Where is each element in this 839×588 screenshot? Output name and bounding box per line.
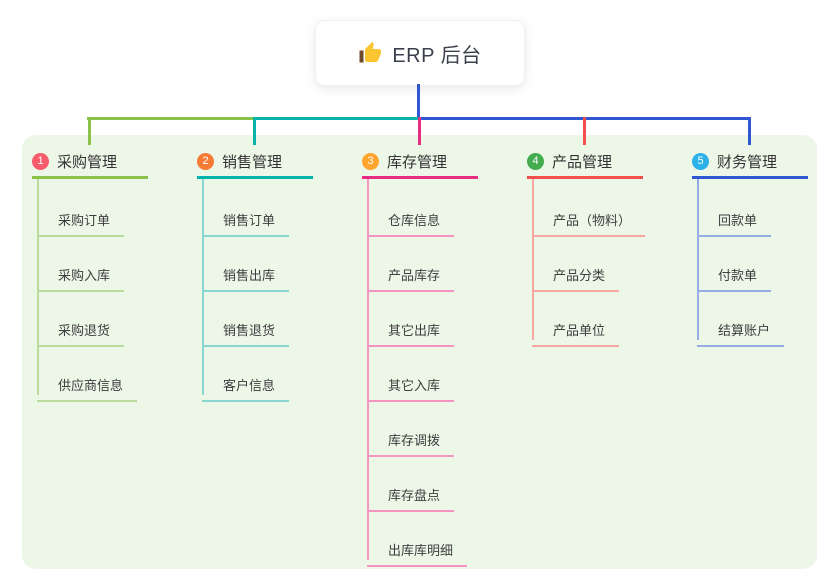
branch-label: 财务管理 xyxy=(717,153,778,171)
branch-index-badge: 3 xyxy=(362,152,379,170)
child-node[interactable]: 回款单 xyxy=(697,204,772,237)
branch-label: 采购管理 xyxy=(57,153,118,171)
child-node[interactable]: 其它入库 xyxy=(367,369,455,402)
branch-header[interactable]: 1 采购管理 xyxy=(32,146,148,179)
branch-trunk-line xyxy=(202,179,204,395)
branch-header[interactable]: 5 财务管理 xyxy=(692,146,808,179)
child-node[interactable]: 结算账户 xyxy=(697,314,785,347)
child-node[interactable]: 产品（物料） xyxy=(532,204,646,237)
connector-branch-drop xyxy=(418,117,421,145)
child-node[interactable]: 采购入库 xyxy=(37,259,125,292)
connector-bus-left xyxy=(87,117,253,120)
connector-branch-drop xyxy=(253,117,256,145)
child-node[interactable]: 付款单 xyxy=(697,259,772,292)
child-node[interactable]: 库存调拨 xyxy=(367,424,455,457)
branch-header[interactable]: 3 库存管理 xyxy=(362,146,478,179)
connector-branch-drop xyxy=(583,117,586,145)
branch-trunk-line xyxy=(367,179,369,560)
connector-root-stem xyxy=(417,84,420,120)
child-node[interactable]: 产品库存 xyxy=(367,259,455,292)
branch-label: 库存管理 xyxy=(387,153,448,171)
connector-bus-middle xyxy=(253,117,419,120)
child-node[interactable]: 客户信息 xyxy=(202,369,290,402)
child-node[interactable]: 供应商信息 xyxy=(37,369,138,402)
branch-header[interactable]: 2 销售管理 xyxy=(197,146,313,179)
branch-index-badge: 2 xyxy=(197,152,214,170)
branch-label: 销售管理 xyxy=(222,153,283,171)
child-node[interactable]: 采购订单 xyxy=(37,204,125,237)
root-node[interactable]: ERP 后台 xyxy=(315,20,525,86)
root-node-label: ERP 后台 xyxy=(392,44,482,67)
branch-index-badge: 4 xyxy=(527,152,544,170)
child-node[interactable]: 销售退货 xyxy=(202,314,290,347)
branch-trunk-line xyxy=(37,179,39,395)
child-node[interactable]: 产品单位 xyxy=(532,314,620,347)
branch-index-badge: 5 xyxy=(692,152,709,170)
branch-header[interactable]: 4 产品管理 xyxy=(527,146,643,179)
branch-label: 产品管理 xyxy=(552,153,613,171)
thumbs-up-icon xyxy=(359,42,382,63)
branch-index-badge: 1 xyxy=(32,152,49,170)
branch-trunk-line xyxy=(697,179,699,340)
child-node[interactable]: 出库库明细 xyxy=(367,534,468,567)
child-node[interactable]: 仓库信息 xyxy=(367,204,455,237)
branches-panel xyxy=(22,135,817,569)
child-node[interactable]: 销售订单 xyxy=(202,204,290,237)
child-node[interactable]: 库存盘点 xyxy=(367,479,455,512)
child-node[interactable]: 销售出库 xyxy=(202,259,290,292)
connector-branch-drop xyxy=(88,117,91,145)
branch-trunk-line xyxy=(532,179,534,340)
child-node[interactable]: 其它出库 xyxy=(367,314,455,347)
connector-branch-drop xyxy=(748,117,751,145)
child-node[interactable]: 产品分类 xyxy=(532,259,620,292)
child-node[interactable]: 采购退货 xyxy=(37,314,125,347)
